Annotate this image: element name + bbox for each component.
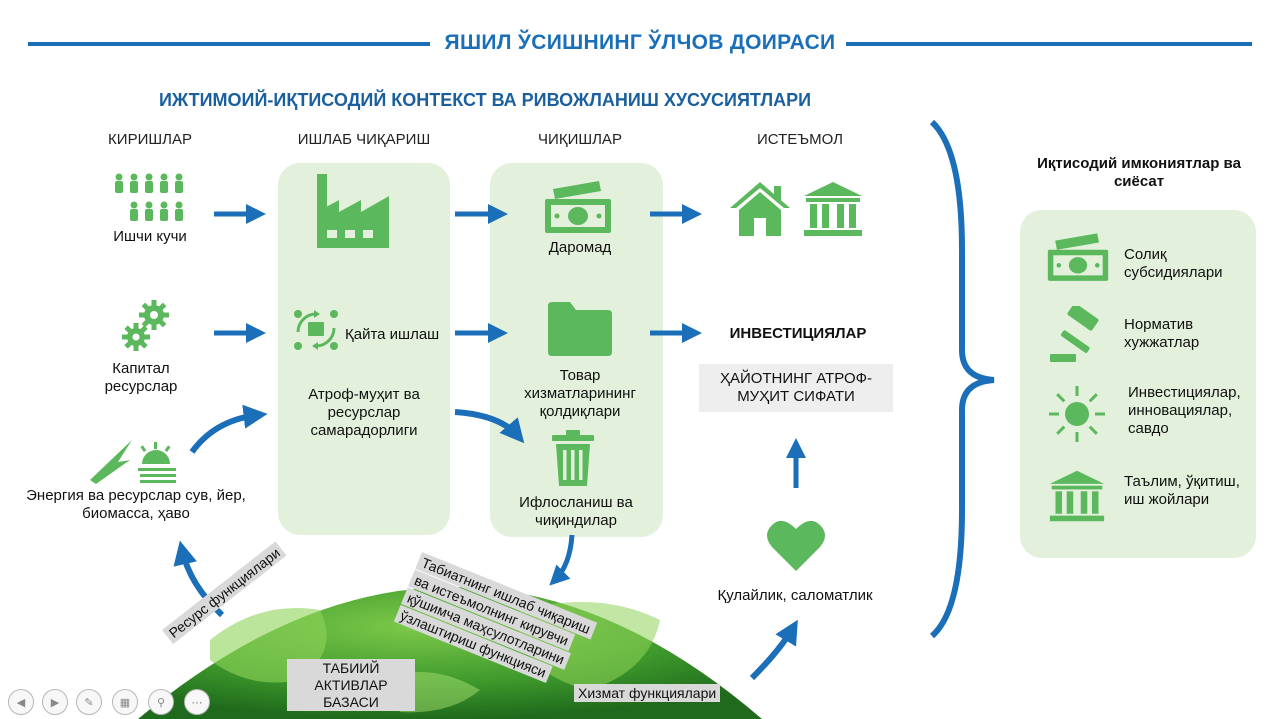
prev-slide-button[interactable]: ◀ — [8, 689, 34, 715]
residuals-label: Товар хизматларининг қолдиқлари — [524, 367, 636, 420]
factory-icon — [317, 174, 389, 248]
natural-assets-label: ТАБИИЙ АКТИВЛАР БАЗАСИ — [287, 659, 415, 712]
page-title: ЯШИЛ ЎСИШНИНГ ЎЛЧОВ ДОИРАСИ — [444, 31, 836, 54]
title-rule-left — [28, 42, 430, 46]
policy-heading: Иқтисодий имкониятлар ва сиёсат — [1037, 155, 1241, 190]
page-subtitle: ИЖТИМОИЙ-ИҚТИСОДИЙ КОНТЕКСТ ВА РИВОЖЛАНИ… — [158, 90, 812, 110]
recycle-icon — [294, 310, 338, 350]
money-icon — [1047, 233, 1109, 281]
heart-icon — [767, 520, 825, 571]
policy-item-label: Солиқ субсидиялари — [1124, 246, 1223, 281]
capital-label: Капитал ресурслар — [104, 360, 178, 395]
column-inputs: КИРИШЛАР — [108, 131, 192, 148]
labor-label: Ишчи кучи — [113, 228, 187, 245]
column-consumption: ИСТЕЪМОЛ — [757, 131, 843, 148]
sun-icon — [1049, 386, 1105, 442]
amenities-label: Қулайлик, саломатлик — [717, 587, 873, 604]
column-production: ИШЛАБ ЧИҚАРИШ — [297, 131, 431, 148]
policy-item-label: Норматив хужжатлар — [1124, 316, 1200, 351]
bank-icon — [804, 182, 862, 236]
institution-icon — [1049, 470, 1105, 522]
slides-grid-button[interactable]: ▦ — [112, 689, 138, 715]
zoom-button[interactable]: ⚲ — [148, 689, 174, 715]
recycling-label: Қайта ишлаш — [345, 326, 440, 343]
service-functions-label: Хизмат функциялари — [574, 684, 721, 702]
efficiency-label: Атроф-муҳит ва ресурслар самарадорлиги — [308, 386, 420, 439]
pen-tool-button[interactable]: ✎ — [76, 689, 102, 715]
policy-item-label: Инвестициялар, инновациялар, савдо — [1128, 384, 1241, 437]
income-label: Даромад — [548, 239, 612, 256]
policy-item-label: Таълим, ўқитиш, иш жойлари — [1124, 473, 1240, 508]
more-options-button[interactable]: ⋯ — [184, 689, 210, 715]
folder-icon — [548, 302, 612, 356]
trash-icon — [552, 430, 594, 486]
column-outputs: ЧИҚИШЛАР — [538, 131, 622, 148]
title-rule-right — [846, 42, 1252, 46]
gears-icon — [122, 300, 169, 351]
pollution-label: Ифлосланиш ва чиқиндилар — [519, 494, 633, 529]
env-quality-box — [699, 364, 893, 412]
investments-label: ИНВЕСТИЦИЯЛАР — [729, 325, 867, 342]
workers-icon — [115, 173, 183, 221]
energy-icon — [90, 440, 176, 484]
money-icon — [545, 181, 611, 233]
env-quality-label: ҲАЙОТНИНГ АТРОФ-МУҲИТ СИФАТИ — [719, 370, 873, 405]
next-slide-button[interactable]: ▶ — [42, 689, 68, 715]
gavel-icon — [1050, 306, 1099, 362]
energy-label: Энергия ва ресурслар сув, йер, биомасса,… — [26, 487, 246, 522]
house-icon — [730, 182, 790, 236]
